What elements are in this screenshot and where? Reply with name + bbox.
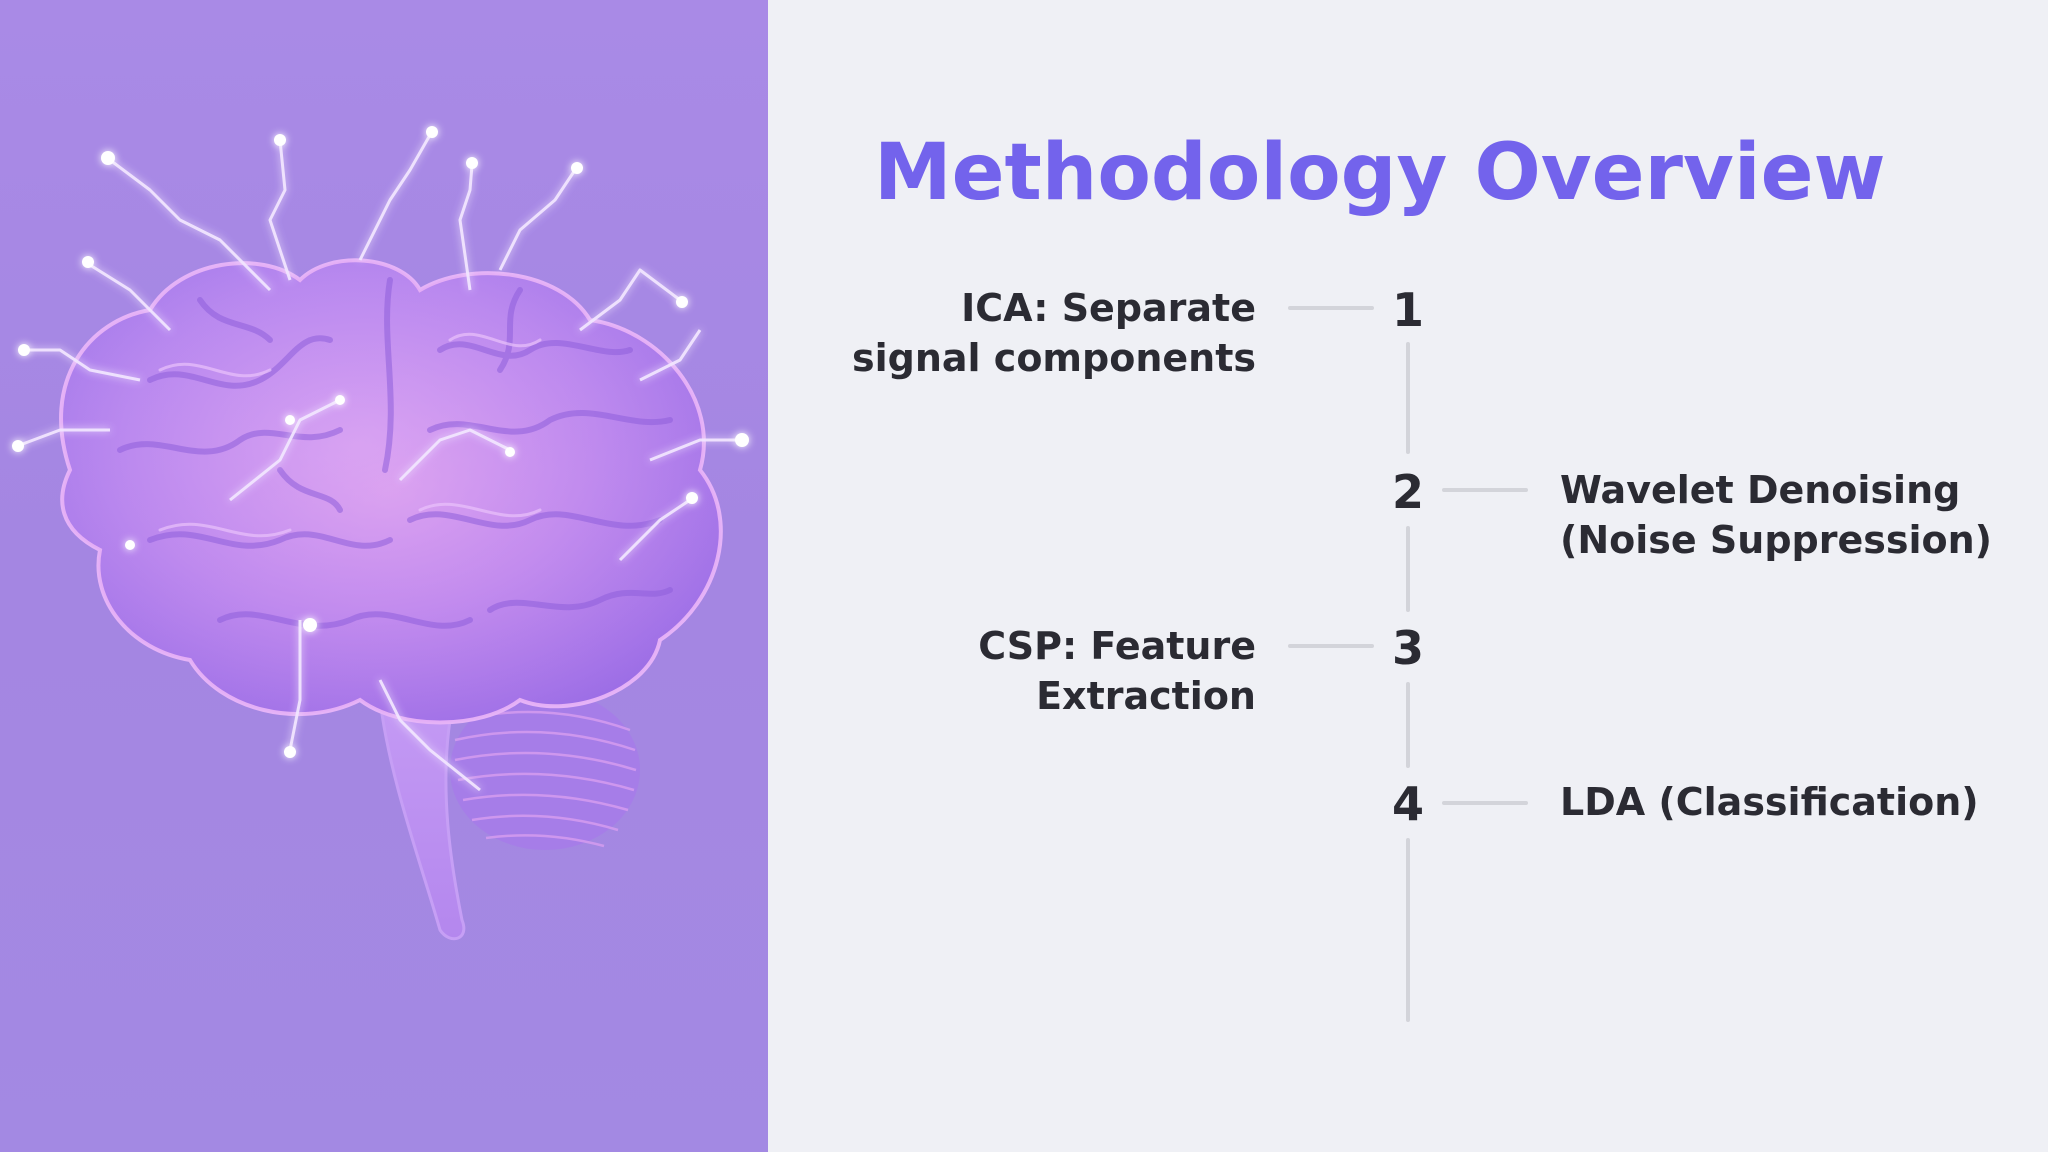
step-label: CSP: Feature Extraction	[830, 621, 1256, 721]
step-label-line: Extraction	[1036, 674, 1256, 718]
step-label: ICA: Separate signal components	[830, 283, 1256, 383]
step-label-line: Wavelet Denoising	[1560, 468, 1961, 512]
step-connector	[1288, 306, 1374, 310]
brain-image-panel	[0, 0, 768, 1152]
timeline-segment-3	[1406, 682, 1410, 768]
page-title: Methodology Overview	[874, 128, 1886, 218]
step-connector	[1442, 801, 1528, 805]
step-label-line: CSP: Feature	[978, 624, 1256, 668]
step-label-line: (Noise Suppression)	[1560, 518, 1993, 562]
timeline-segment-2	[1406, 526, 1410, 612]
step-label-line: signal components	[852, 336, 1256, 380]
step-number: 1	[1391, 283, 1424, 337]
timeline-segment-1	[1406, 342, 1410, 454]
step-number: 4	[1391, 777, 1424, 831]
step-label-line: LDA (Classification)	[1560, 780, 1979, 824]
step-label: Wavelet Denoising (Noise Suppression)	[1560, 465, 2020, 565]
timeline-segment-4	[1406, 838, 1410, 1022]
step-label: LDA (Classification)	[1560, 777, 2020, 827]
step-connector	[1442, 488, 1528, 492]
step-label-line: ICA: Separate	[961, 286, 1256, 330]
step-connector	[1288, 644, 1374, 648]
brain-illustration-icon	[12, 126, 749, 941]
step-number: 2	[1391, 465, 1424, 519]
step-number: 3	[1391, 621, 1424, 675]
